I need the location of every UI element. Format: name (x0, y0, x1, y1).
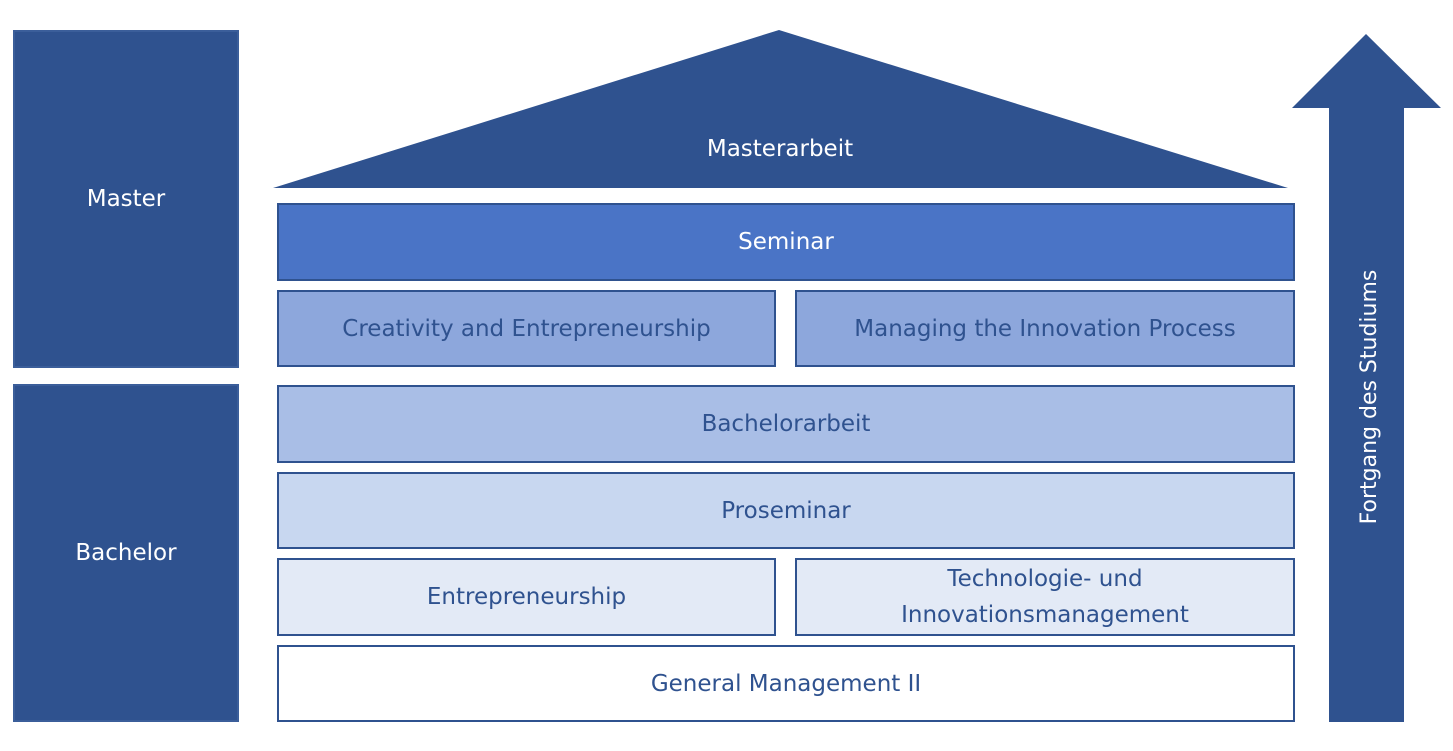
creativity-block: Creativity and Entrepreneurship (277, 290, 776, 367)
roof-label: Masterarbeit (707, 136, 853, 162)
creativity-label: Creativity and Entrepreneurship (342, 315, 711, 342)
master-level: Master (13, 30, 239, 368)
master-level-label: Master (86, 186, 166, 212)
proseminar-block: Proseminar (277, 472, 1295, 549)
entrepreneurship-label: Entrepreneurship (426, 584, 627, 610)
roof-shape (273, 30, 1288, 188)
bachelorarbeit-block: Bachelorarbeit (277, 385, 1295, 463)
seminar-label: Seminar (738, 229, 834, 255)
technologie-label: Technologie- und Innovationsmanagement (901, 566, 1189, 628)
managing-innovation-block: Managing the Innovation Process (795, 290, 1295, 367)
progress-arrow-label: Fortgang des Studiums (1357, 270, 1382, 525)
general-management-block: General Management II (277, 645, 1295, 722)
technologie-block: Technologie- und Innovationsmanagement (795, 558, 1295, 636)
bachelorarbeit-label: Bachelorarbeit (701, 411, 871, 437)
seminar-block: Seminar (277, 203, 1295, 281)
bachelor-level: Bachelor (13, 384, 239, 722)
bachelor-level-label: Bachelor (75, 540, 177, 566)
entrepreneurship-block: Entrepreneurship (277, 558, 776, 636)
proseminar-label: Proseminar (721, 497, 851, 524)
general-management-label: General Management II (650, 670, 922, 697)
progress-arrow-shape (1292, 34, 1441, 722)
managing-innovation-label: Managing the Innovation Process (854, 315, 1236, 342)
